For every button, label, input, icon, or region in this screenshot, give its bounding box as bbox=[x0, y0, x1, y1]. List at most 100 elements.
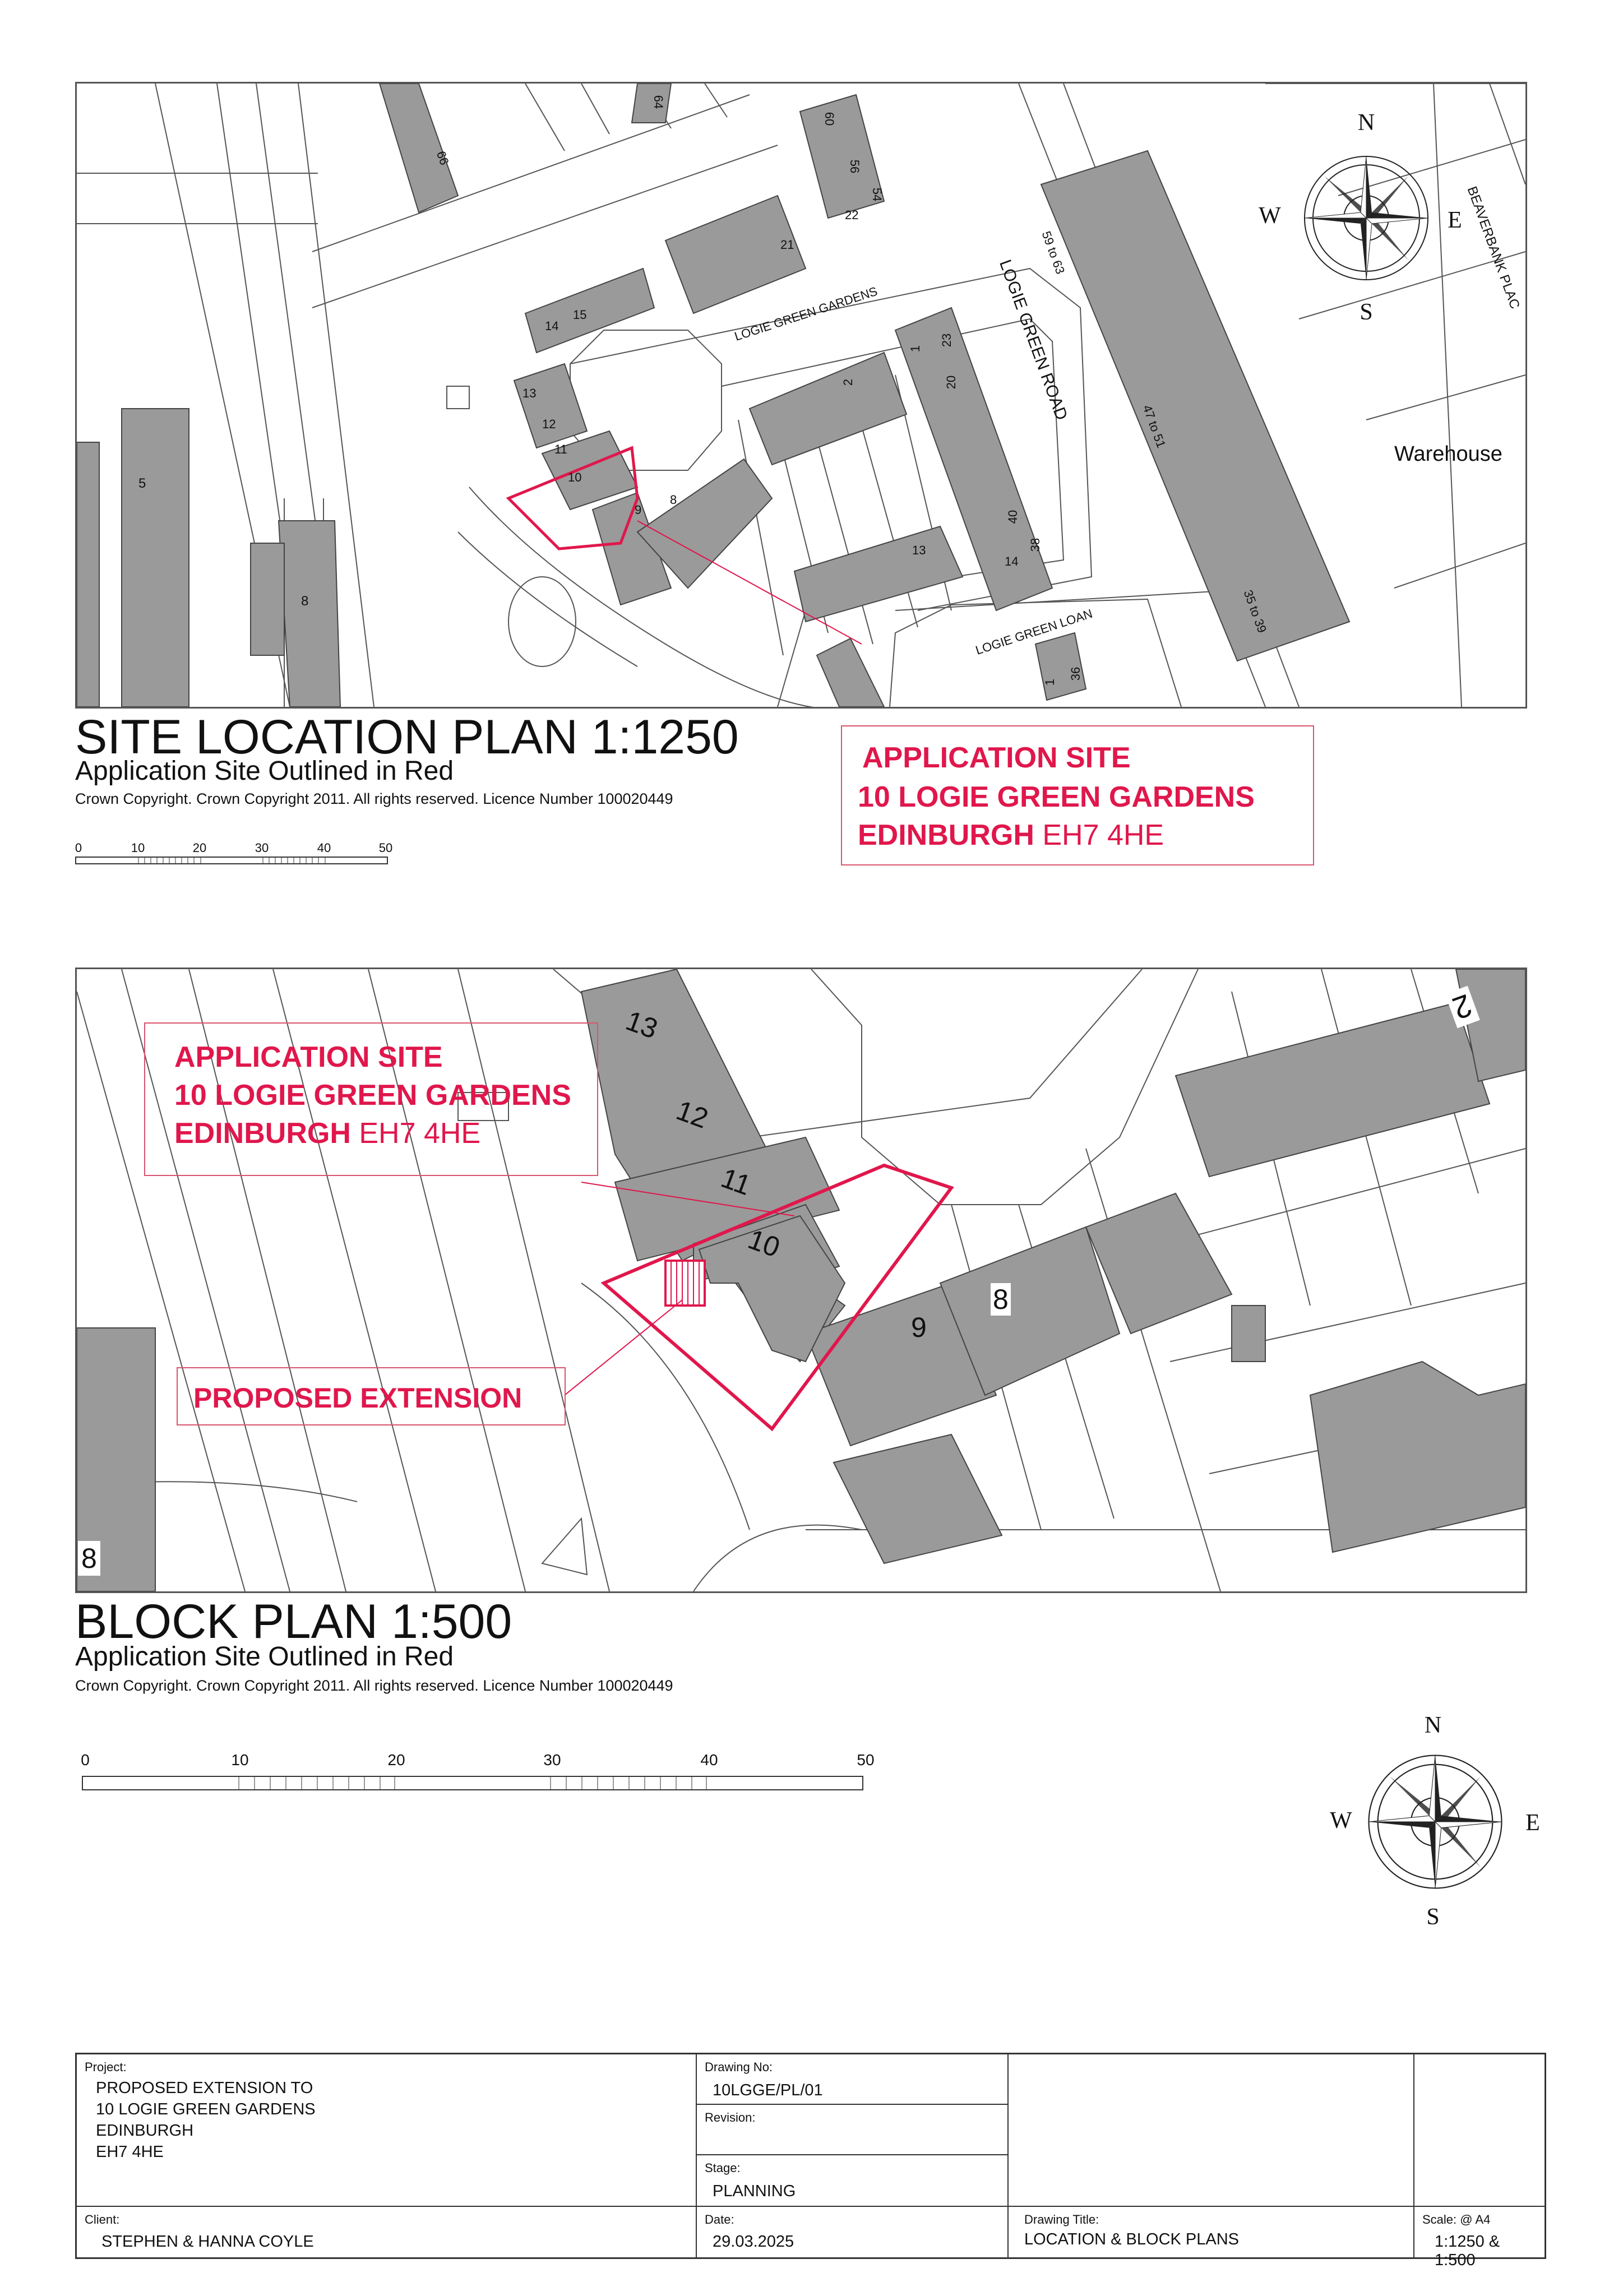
block-callout-line1: APPLICATION SITE bbox=[174, 1041, 443, 1073]
tb-stage-cell: Stage: PLANNING bbox=[696, 2155, 1008, 2206]
map-house-11: 11 bbox=[554, 442, 567, 456]
map-house-9: 9 bbox=[635, 503, 642, 517]
site-scale-0: 0 bbox=[75, 841, 82, 855]
block-callout-line2: 10 LOGIE GREEN GARDENS bbox=[174, 1079, 571, 1112]
block-scale-bar bbox=[82, 1776, 863, 1790]
site-scale-bar bbox=[75, 857, 388, 864]
block-callout-city: EDINBURGH bbox=[174, 1117, 351, 1150]
tb-scale: 1:1250 & 1:500 bbox=[1435, 2233, 1500, 2269]
map-house-38: 38 bbox=[1028, 538, 1043, 552]
site-callout-line2: 10 LOGIE GREEN GARDENS bbox=[858, 781, 1255, 813]
site-plan-subtitle: Application Site Outlined in Red bbox=[75, 756, 454, 786]
block-plan-callout: APPLICATION SITE 10 LOGIE GREEN GARDENS … bbox=[144, 1022, 598, 1176]
map-house-64: 64 bbox=[651, 95, 666, 109]
site-scale-10: 10 bbox=[131, 841, 145, 855]
map-house-13b: 13 bbox=[912, 543, 926, 557]
map-house-1b: 1 bbox=[1043, 678, 1057, 686]
tb-drawing-title-cell: Drawing Title: LOCATION & BLOCK PLANS bbox=[1008, 2206, 1414, 2258]
tb-drawing-title-label: Drawing Title: bbox=[1024, 2212, 1099, 2226]
block-plan-subtitle: Application Site Outlined in Red bbox=[75, 1642, 454, 1672]
site-callout-postcode: EH7 4HE bbox=[1042, 819, 1164, 851]
block-callout-line3: EDINBURGH EH7 4HE bbox=[174, 1115, 480, 1152]
map-house-54: 54 bbox=[870, 187, 885, 202]
site-callout-line3: EDINBURGH EH7 4HE bbox=[858, 817, 1164, 854]
tb-scale-label: Scale: @ A4 bbox=[1422, 2212, 1491, 2226]
site-map-drawing bbox=[77, 84, 1525, 707]
site-scale-30: 30 bbox=[255, 841, 269, 855]
tb-client: STEPHEN & HANNA COYLE bbox=[101, 2233, 314, 2251]
tb-project-line-3: EDINBURGH bbox=[96, 2122, 194, 2140]
title-block: Project: PROPOSED EXTENSION TO 10 LOGIE … bbox=[75, 2053, 1546, 2269]
extension-label: PROPOSED EXTENSION bbox=[193, 1382, 522, 1414]
map-house-14: 14 bbox=[545, 319, 559, 333]
map-house-36: 36 bbox=[1069, 666, 1083, 681]
map-house-14b: 14 bbox=[1005, 554, 1019, 568]
compass-n: N bbox=[1357, 110, 1375, 136]
site-scale-50: 50 bbox=[378, 841, 393, 855]
map-house-20: 20 bbox=[944, 375, 959, 390]
map-house-2: 2 bbox=[841, 378, 856, 386]
site-plan-callout: APPLICATION SITE 10 LOGIE GREEN GARDENS … bbox=[841, 725, 1314, 865]
block-scale-50: 50 bbox=[857, 1751, 875, 1769]
block-compass-n: N bbox=[1424, 1712, 1442, 1738]
tb-project-line-2: 10 LOGIE GREEN GARDENS bbox=[96, 2100, 316, 2118]
tb-client-label: Client: bbox=[85, 2212, 120, 2226]
block-compass-s: S bbox=[1426, 1904, 1440, 1930]
map-house-22: 22 bbox=[845, 208, 859, 222]
tb-drawing-no-cell: Drawing No: 10LGGE/PL/01 bbox=[696, 2054, 1008, 2104]
site-plan-copyright: Crown Copyright. Crown Copyright 2011. A… bbox=[75, 790, 673, 807]
block-scale-30: 30 bbox=[543, 1751, 561, 1769]
block-scale-40: 40 bbox=[700, 1751, 718, 1769]
tb-stage-label: Stage: bbox=[705, 2161, 741, 2175]
block-plan-title: BLOCK PLAN 1:500 bbox=[75, 1595, 512, 1649]
tb-scale-cell: Scale: @ A4 1:1250 & 1:500 bbox=[1414, 2206, 1545, 2269]
block-map-drawing bbox=[77, 969, 1525, 1591]
block-house-9: 9 bbox=[911, 1312, 927, 1343]
map-house-13: 13 bbox=[522, 386, 537, 400]
site-plan-title: SITE LOCATION PLAN 1:1250 bbox=[75, 710, 739, 764]
compass-s: S bbox=[1360, 299, 1373, 325]
tb-project-line-1: PROPOSED EXTENSION TO bbox=[96, 2079, 313, 2097]
map-house-12: 12 bbox=[542, 417, 556, 431]
site-scale-40: 40 bbox=[317, 841, 331, 855]
tb-date-label: Date: bbox=[705, 2212, 734, 2226]
tb-date-cell: Date: 29.03.2025 bbox=[696, 2206, 1008, 2258]
tb-project-line-4: EH7 4HE bbox=[96, 2143, 164, 2161]
site-callout-line1: APPLICATION SITE bbox=[862, 742, 1131, 774]
map-house-1: 1 bbox=[908, 345, 923, 353]
site-callout-city: EDINBURGH bbox=[858, 819, 1034, 851]
map-house-8: 8 bbox=[670, 493, 677, 507]
block-plan-map: 13 12 11 10 9 8 2 8 APPLICATION SITE 10 … bbox=[75, 968, 1527, 1593]
compass-e: E bbox=[1448, 207, 1462, 233]
map-house-60: 60 bbox=[822, 112, 837, 126]
map-house-5: 5 bbox=[138, 476, 146, 491]
map-house-15: 15 bbox=[573, 308, 587, 322]
tb-project-label: Project: bbox=[85, 2060, 127, 2074]
tb-client-cell: Client: STEPHEN & HANNA COYLE bbox=[76, 2206, 696, 2258]
map-house-8-left: 8 bbox=[301, 594, 309, 609]
tb-revision-label: Revision: bbox=[705, 2110, 756, 2124]
compass-w: W bbox=[1259, 203, 1281, 229]
tb-drawing-title: LOCATION & BLOCK PLANS bbox=[1024, 2230, 1240, 2248]
map-house-21: 21 bbox=[780, 238, 794, 252]
block-scale-10: 10 bbox=[231, 1751, 249, 1769]
tb-date: 29.03.2025 bbox=[713, 2233, 794, 2251]
site-location-map: LOGIE GREEN GARDENS LOGIE GREEN ROAD LOG… bbox=[75, 82, 1527, 709]
block-scale-0: 0 bbox=[81, 1751, 90, 1769]
block-callout-postcode: EH7 4HE bbox=[359, 1117, 481, 1150]
tb-revision-cell: Revision: bbox=[696, 2104, 1008, 2155]
map-house-40: 40 bbox=[1006, 510, 1020, 524]
block-scale-20: 20 bbox=[387, 1751, 405, 1769]
block-house-8-left: 8 bbox=[78, 1541, 100, 1576]
map-label-warehouse: Warehouse bbox=[1394, 442, 1502, 466]
compass-rose-icon bbox=[1368, 1755, 1502, 1889]
block-house-8: 8 bbox=[991, 1283, 1011, 1316]
tb-blank-cell-2 bbox=[1414, 2054, 1545, 2206]
extension-callout: PROPOSED EXTENSION bbox=[177, 1367, 566, 1425]
map-house-10: 10 bbox=[568, 470, 582, 484]
block-compass-w: W bbox=[1330, 1808, 1352, 1834]
tb-blank-cell bbox=[1008, 2054, 1414, 2206]
tb-stage: PLANNING bbox=[713, 2182, 796, 2200]
tb-project-cell: Project: PROPOSED EXTENSION TO 10 LOGIE … bbox=[76, 2054, 696, 2206]
block-plan-copyright: Crown Copyright. Crown Copyright 2011. A… bbox=[75, 1677, 673, 1694]
